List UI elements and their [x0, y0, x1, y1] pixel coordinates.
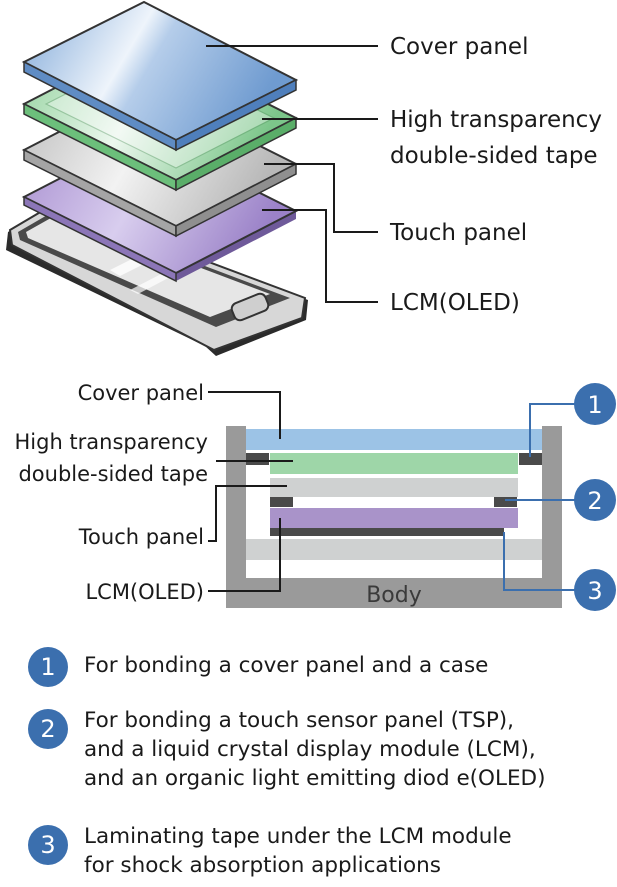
exploded-view: Cover panel High transparency double-sid… — [6, 0, 602, 356]
callout-3-text: 3 — [587, 577, 602, 605]
label-high-transparency: High transparency — [390, 107, 602, 133]
legend-line: for shock absorption applications — [84, 853, 441, 878]
cross-section: 1 2 3 Cover panel High transparency doub… — [14, 381, 616, 611]
legend-badge-1: 1 — [28, 647, 68, 687]
legend-line: and an organic light emitting diod e(OLE… — [84, 766, 546, 791]
section-label-body: Body — [366, 583, 422, 608]
legend-text-1: For bonding a cover panel and a case — [84, 651, 488, 680]
callout-leader-lines — [503, 403, 575, 591]
section-tape — [270, 453, 518, 474]
exploded-cover-layer — [21, 0, 299, 152]
section-label-double-sided-tape: double-sided tape — [18, 462, 208, 486]
legend-item-3: 3 Laminating tape under the LCM module f… — [28, 822, 512, 880]
frame-body — [226, 578, 562, 608]
callout-3: 3 — [574, 569, 616, 611]
section-label-lcm-oled: LCM(OLED) — [85, 580, 204, 604]
legend-badge-3: 3 — [28, 825, 68, 865]
section-leader-lines — [208, 391, 293, 592]
callout-2-text: 2 — [587, 487, 602, 515]
adhesive-1-left — [246, 453, 269, 465]
label-double-sided-tape: double-sided tape — [390, 143, 598, 169]
section-back-plate — [246, 539, 542, 560]
adhesive-2-left — [270, 497, 293, 507]
exploded-leader-lines — [206, 45, 378, 303]
adhesive-2-right — [494, 497, 517, 507]
diagram-canvas: Cover panel High transparency double-sid… — [6, 0, 616, 611]
legend-item-1: 1 For bonding a cover panel and a case — [28, 647, 488, 687]
adhesive-1-right — [519, 453, 542, 465]
legend-text-2: For bonding a touch sensor panel (TSP), … — [84, 706, 545, 793]
label-lcm-oled: LCM(OLED) — [390, 290, 520, 316]
frame-left-wall — [226, 426, 246, 608]
section-label-cover-panel: Cover panel — [78, 381, 204, 405]
legend-line: and a liquid crystal display module (LCM… — [84, 737, 536, 762]
section-lcm — [270, 508, 518, 528]
frame-right-wall — [542, 426, 562, 608]
legend-item-2: 2 For bonding a touch sensor panel (TSP)… — [28, 706, 545, 793]
section-label-high-transparency: High transparency — [14, 430, 208, 454]
adhesive-3 — [270, 528, 504, 536]
legend-badge-2: 2 — [28, 709, 68, 749]
legend-line: For bonding a touch sensor panel (TSP), — [84, 708, 515, 733]
section-touch — [270, 478, 518, 497]
section-cover — [246, 429, 542, 450]
callout-1-text: 1 — [587, 391, 602, 419]
legend-line: Laminating tape under the LCM module — [84, 824, 512, 849]
callout-2: 2 — [574, 479, 616, 521]
label-touch-panel: Touch panel — [389, 220, 527, 246]
legend-line: For bonding a cover panel and a case — [84, 653, 489, 678]
label-cover-panel: Cover panel — [390, 34, 528, 60]
callout-1: 1 — [574, 383, 616, 425]
section-label-touch-panel: Touch panel — [78, 525, 204, 549]
legend-text-3: Laminating tape under the LCM module for… — [84, 822, 512, 880]
